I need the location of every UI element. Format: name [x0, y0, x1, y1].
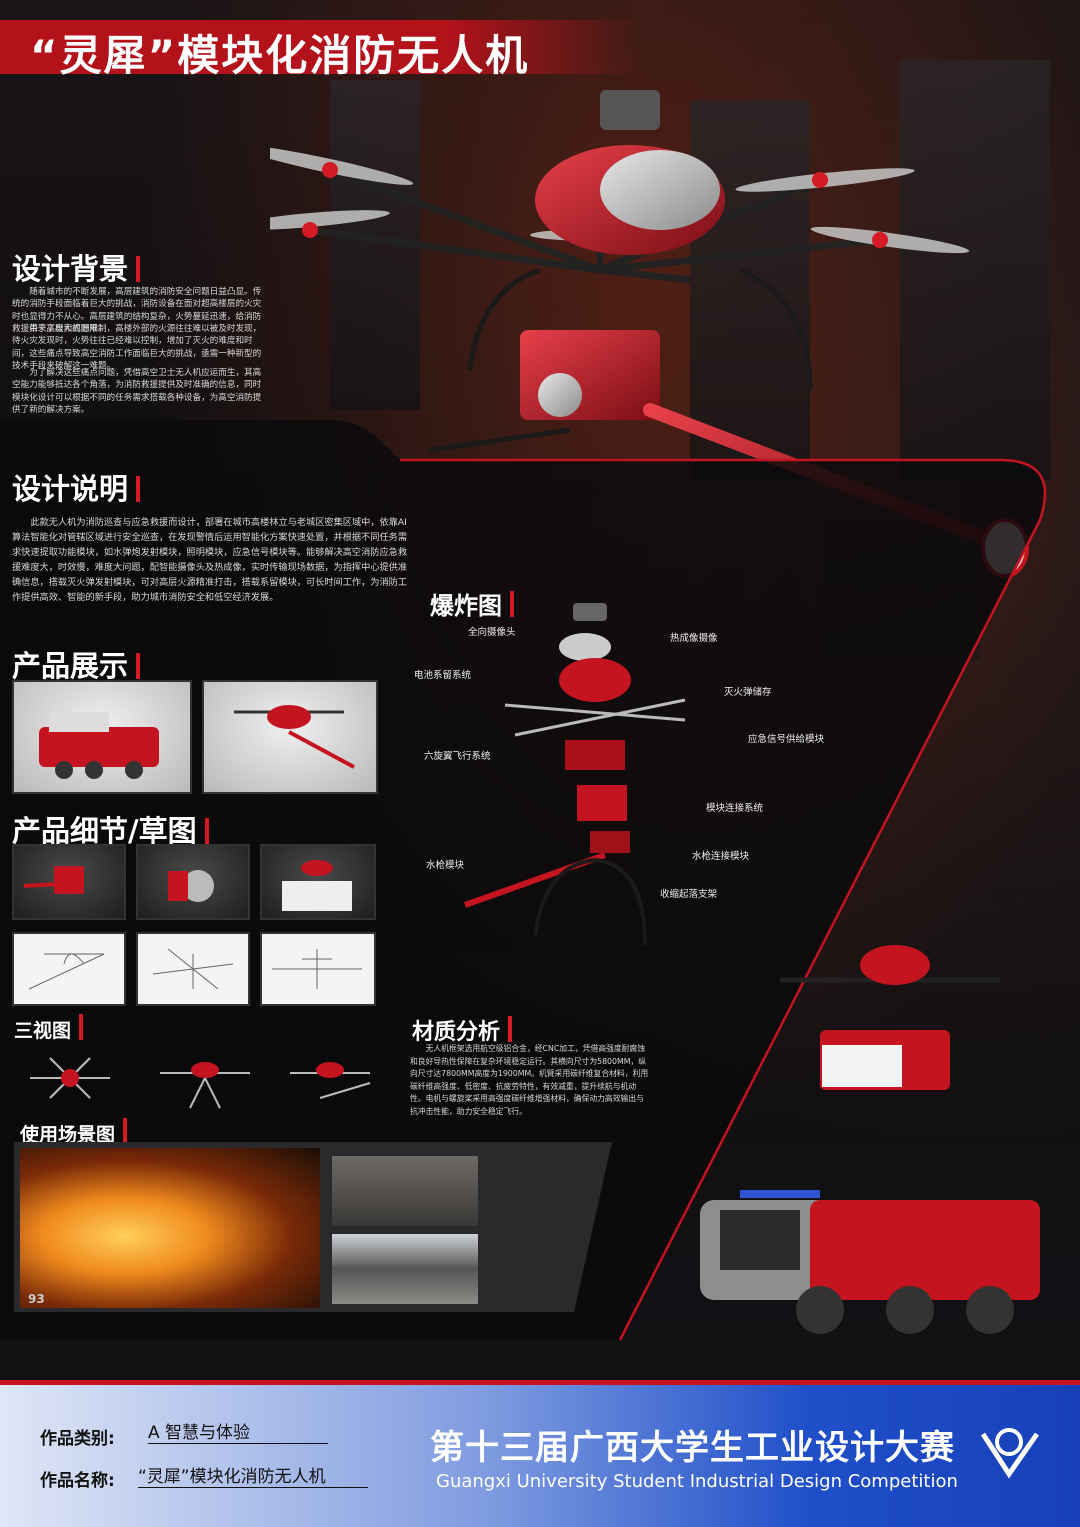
detail-photo-1: [12, 844, 126, 920]
exploded-label-water-gun: 水枪模块: [426, 860, 465, 871]
footer-divider: [0, 1380, 1080, 1385]
background-heading: 设计背景: [12, 246, 140, 288]
products-heading: 产品展示: [12, 643, 140, 685]
three-view-drawings: [30, 1057, 371, 1109]
background-paragraph-2: 由于高度和视野限制，高楼外部的火源往往难以被及时发现，待火灾发现时，火势往往已经…: [12, 324, 262, 372]
exploded-label-water-gun-connection: 水枪连接模块: [692, 851, 750, 862]
background-paragraph-3: 为了解决这些痛点问题，凭借高空卫士无人机应运而生，其高空能力能够抵达各个角落，为…: [12, 368, 262, 416]
competition-title: 第十三届广西大学生工业设计大赛: [430, 1428, 955, 1468]
category-value: A 智慧与体验: [148, 1418, 328, 1444]
competition-logo: [980, 1428, 1040, 1479]
description-paragraph: 此款无人机为消防巡查与应急救援而设计，部署在城市高楼林立与老城区密集区域中，依靠…: [12, 517, 408, 603]
detail-photo-3: [260, 844, 376, 920]
exploded-label-hexarotor: 六旋翼飞行系统: [424, 751, 491, 762]
work-name-label: 作品名称:: [40, 1471, 115, 1491]
scene-photo-smoke-2: [332, 1234, 478, 1304]
scene-photo-burning-building: 93: [20, 1148, 320, 1308]
material-paragraph: 无人机框架选用航空级铝合金，经CNC加工，凭借高强度耐腐蚀和良好导热性保障在复杂…: [410, 1044, 649, 1116]
exploded-label-module-connection: 模块连接系统: [706, 803, 764, 814]
exploded-label-landing-gear: 收缩起落支架: [660, 889, 718, 900]
scene-photo-smoke-1: [332, 1156, 478, 1226]
sketch-2: [136, 932, 250, 1006]
sketch-3: [260, 932, 376, 1006]
detail-photo-2: [136, 844, 250, 920]
drone-light-module-render: [780, 945, 1000, 1090]
background-paragraph-1: 随着城市的不断发展，高层建筑的消防安全问题日益凸显。传统的消防手段面临着巨大的挑…: [12, 287, 262, 335]
work-name-value: “灵犀”模块化消防无人机: [138, 1462, 368, 1488]
bg-building: [690, 100, 810, 480]
threeview-heading: 三视图: [14, 1014, 83, 1043]
exploded-label-extinguisher-storage: 灭火弹储存: [724, 687, 772, 698]
exploded-label-emergency-signal: 应急信号供给模块: [748, 734, 825, 745]
poster: “灵犀”模块化消防无人机: [0, 0, 1080, 1385]
title-bar: [0, 20, 640, 74]
sketch-1: [12, 932, 126, 1006]
product-photo-drone: [202, 680, 378, 794]
product-photo-firetruck: [12, 680, 192, 794]
exploded-label-camera: 全向摄像头: [468, 627, 516, 638]
competition-subtitle: Guangxi University Student Industrial De…: [436, 1471, 958, 1492]
scene-number: 93: [28, 1292, 45, 1306]
exploded-label-thermal: 热成像摄像: [670, 633, 718, 644]
hero-drone-render: [270, 90, 1029, 578]
category-label: 作品类别:: [40, 1429, 115, 1449]
exploded-view-drawing: [463, 603, 686, 946]
content-panel: [0, 420, 1047, 1341]
details-heading: 产品细节/草图: [12, 808, 209, 850]
bg-building: [900, 60, 1050, 480]
exploded-heading: 爆炸图: [430, 586, 514, 621]
material-heading: 材质分析: [412, 1014, 512, 1046]
scenes-heading: 使用场景图: [20, 1118, 127, 1147]
footer: [0, 1385, 1080, 1527]
firetruck-render: [700, 1190, 1040, 1334]
poster-title: “灵犀”模块化消防无人机: [30, 31, 530, 80]
description-heading: 设计说明: [12, 466, 140, 508]
exploded-label-battery: 电池系留系统: [414, 670, 472, 681]
